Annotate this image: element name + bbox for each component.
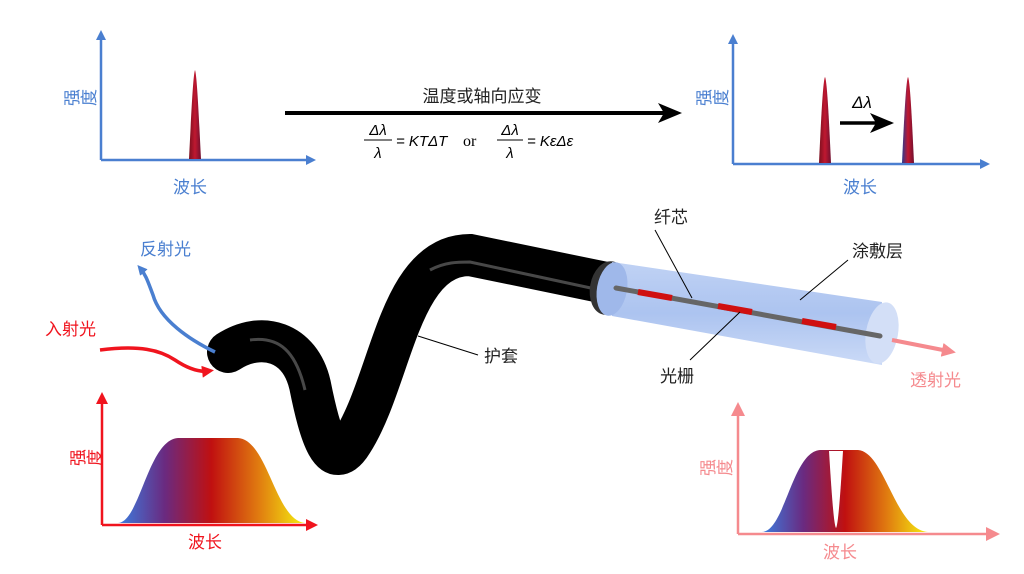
shifted-peak xyxy=(902,77,914,163)
transmitted-spectrum xyxy=(762,450,928,532)
bottom-left-spectrum-chart: 强度 波长 xyxy=(69,392,318,553)
original-peak xyxy=(819,77,831,163)
reflected-light-arrow xyxy=(137,264,216,354)
core-leader xyxy=(654,229,693,299)
fiber-jacket xyxy=(207,233,627,475)
formula-or: or xyxy=(463,133,477,150)
reflection-peak xyxy=(189,70,201,159)
transmitted-light-label: 透射光 xyxy=(910,371,961,391)
incident-light-label: 入射光 xyxy=(45,320,96,340)
formula2-rhs: = KεΔε xyxy=(527,133,574,150)
formula1-rhs: = KTΔT xyxy=(396,133,449,150)
y-axis-label: 强度 xyxy=(69,450,103,471)
x-axis-label: 波长 xyxy=(173,178,207,198)
x-axis-label: 波长 xyxy=(843,178,877,198)
y-axis-label: 强度 xyxy=(695,90,729,111)
y-axis-label: 强度 xyxy=(699,460,733,481)
bottom-right-spectrum-chart: 强度 波长 xyxy=(699,402,1000,563)
transmitted-light-arrow xyxy=(891,338,956,357)
shift-label: Δλ xyxy=(851,93,872,112)
coating-label: 涂敷层 xyxy=(852,242,903,262)
formula1-denominator: λ xyxy=(373,145,381,162)
process-label: 温度或轴向应变 xyxy=(423,87,542,107)
process-arrow-group: 温度或轴向应变 Δλ λ = KTΔT or Δλ λ = KεΔε xyxy=(285,87,682,162)
top-right-spectrum-chart: Δλ 强度 波长 xyxy=(695,34,990,198)
jacket-label: 护套 xyxy=(484,347,518,367)
top-left-spectrum-chart: 强度 波长 xyxy=(63,30,316,198)
coating-cylinder xyxy=(596,262,899,365)
x-axis-label: 波长 xyxy=(188,533,222,553)
formula2-denominator: λ xyxy=(505,145,513,162)
formula1-numerator: Δλ xyxy=(368,122,386,139)
jacket-leader xyxy=(417,335,479,356)
incident-spectrum xyxy=(118,438,305,523)
grating-segment xyxy=(637,289,673,301)
y-axis-label: 强度 xyxy=(63,90,97,111)
reflected-light-label: 反射光 xyxy=(140,240,191,260)
x-axis-label: 波长 xyxy=(823,543,857,563)
transmission-notch xyxy=(829,451,843,528)
grating-segment xyxy=(801,318,837,330)
core-label: 纤芯 xyxy=(654,208,688,228)
formula2-numerator: Δλ xyxy=(500,122,518,139)
grating-segment xyxy=(717,303,753,315)
grating-leader xyxy=(689,311,741,361)
incident-light-arrow xyxy=(99,346,214,378)
grating-label: 光栅 xyxy=(660,367,694,387)
coating-leader xyxy=(799,259,849,301)
